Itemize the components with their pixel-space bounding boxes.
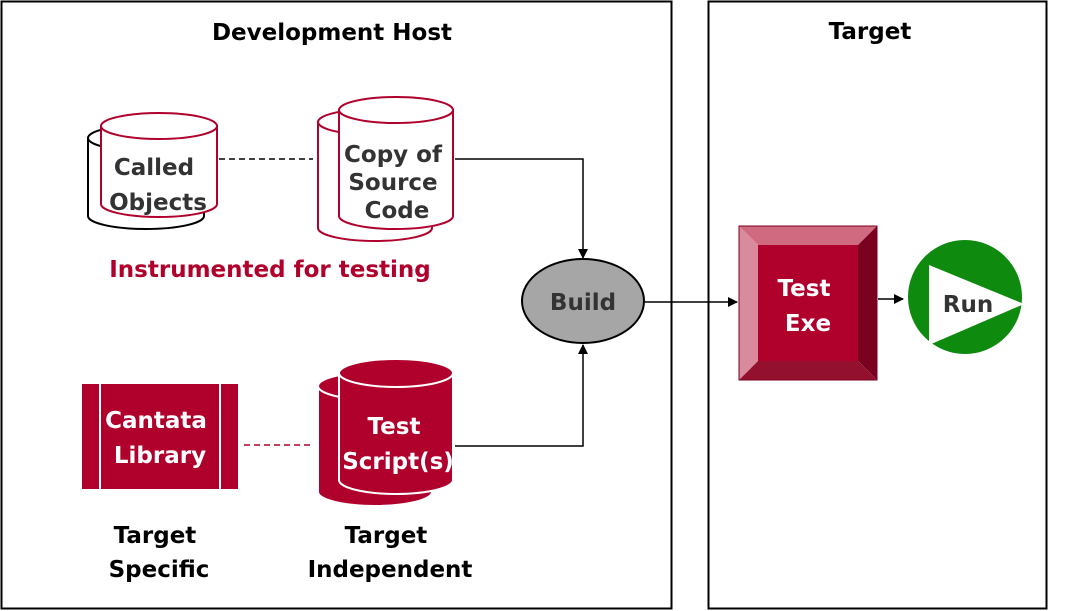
target-specific-caption: Target Specific <box>109 523 210 583</box>
test-scripts-cylinder-icon <box>317 358 454 507</box>
test-scripts-label: Test Script(s) <box>342 414 454 475</box>
called-objects-label: Called Objects <box>109 155 207 216</box>
test-exe-label: Test Exe <box>778 276 839 337</box>
source-to-build-arrow <box>455 158 588 259</box>
test-exe-box <box>738 225 878 381</box>
instrumented-caption: Instrumented for testing <box>109 257 431 283</box>
build-node <box>521 258 645 344</box>
cantata-library-box <box>82 384 238 489</box>
called-objects-cylinder-icon <box>87 112 218 230</box>
target-independent-caption: Target Independent <box>308 523 473 583</box>
copy-of-source-cylinder-icon <box>317 96 454 242</box>
build-label: Build <box>550 290 616 316</box>
cantata-library-label: Cantata Library <box>105 408 215 469</box>
development-host-title: Development Host <box>212 20 452 46</box>
copy-of-source-label: Copy of Source Code <box>344 142 450 224</box>
target-title: Target <box>829 19 912 45</box>
scripts-to-build-arrow <box>455 344 588 447</box>
run-label: Run <box>943 292 993 318</box>
play-triangle-icon <box>929 265 1024 345</box>
target-panel <box>707 0 1048 610</box>
development-host-panel <box>0 0 673 610</box>
